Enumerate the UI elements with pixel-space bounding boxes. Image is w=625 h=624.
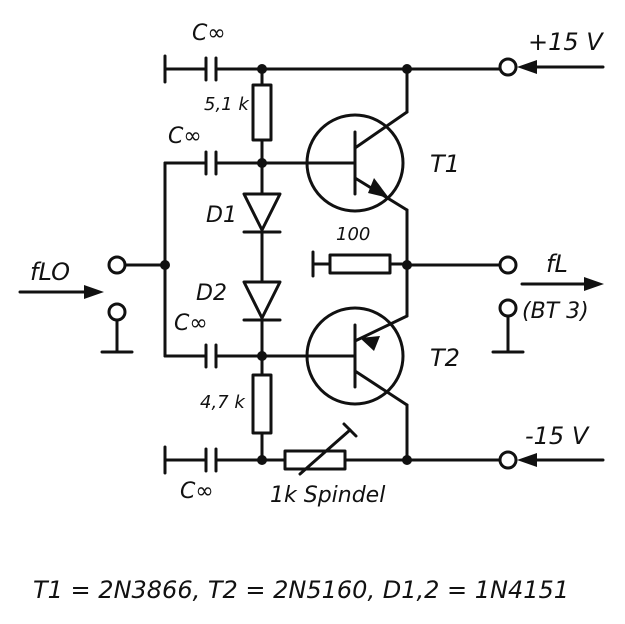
label-input: fLO (30, 258, 70, 286)
label-d2: D2 (196, 281, 227, 306)
label-t1: T1 (430, 150, 460, 178)
label-c-upper-base: C∞ (168, 124, 202, 149)
resistor-5k1 (251, 83, 273, 142)
component-list: T1 = 2N3866, T2 = 2N5160, D1,2 = 1N4151 (33, 576, 569, 604)
label-pot: 1k Spindel (270, 483, 385, 508)
terminal-neg-supply[interactable] (498, 450, 518, 470)
resistor-4k7 (251, 373, 273, 435)
label-output: fL (546, 250, 568, 278)
label-c-lower-base: C∞ (174, 311, 208, 336)
terminal-input[interactable] (107, 255, 127, 275)
diode-d2 (242, 280, 282, 322)
transistor-t2 (260, 306, 409, 407)
terminal-output-ground[interactable] (498, 298, 518, 318)
arrow-pos-supply (517, 60, 537, 74)
arrow-neg-supply (517, 453, 537, 467)
label-output-note: (BT 3) (522, 299, 589, 324)
label-d1: D1 (206, 203, 237, 228)
label-r-emitter: 100 (336, 224, 370, 245)
arrow-input (84, 285, 104, 299)
terminal-input-ground[interactable] (107, 302, 127, 322)
label-v-pos: +15 V (528, 28, 604, 56)
terminal-pos-supply[interactable] (498, 57, 518, 77)
bottom-rail (163, 445, 502, 475)
label-c-bottom: C∞ (180, 479, 214, 504)
capacitor-top (204, 56, 218, 82)
resistor-100 (328, 253, 392, 275)
label-v-neg: -15 V (525, 422, 590, 450)
node-bottom-right (402, 455, 412, 465)
terminal-output[interactable] (498, 255, 518, 275)
capacitor-bottom (204, 447, 218, 473)
label-r-top: 5,1 k (204, 94, 250, 115)
label-r-bottom: 4,7 k (200, 392, 246, 413)
label-c-top: C∞ (192, 21, 226, 46)
potentiometer-1k (283, 422, 358, 476)
label-t2: T2 (430, 344, 460, 372)
arrow-output (584, 277, 604, 291)
transistor-t1 (260, 110, 409, 213)
diode-d1 (242, 192, 282, 234)
